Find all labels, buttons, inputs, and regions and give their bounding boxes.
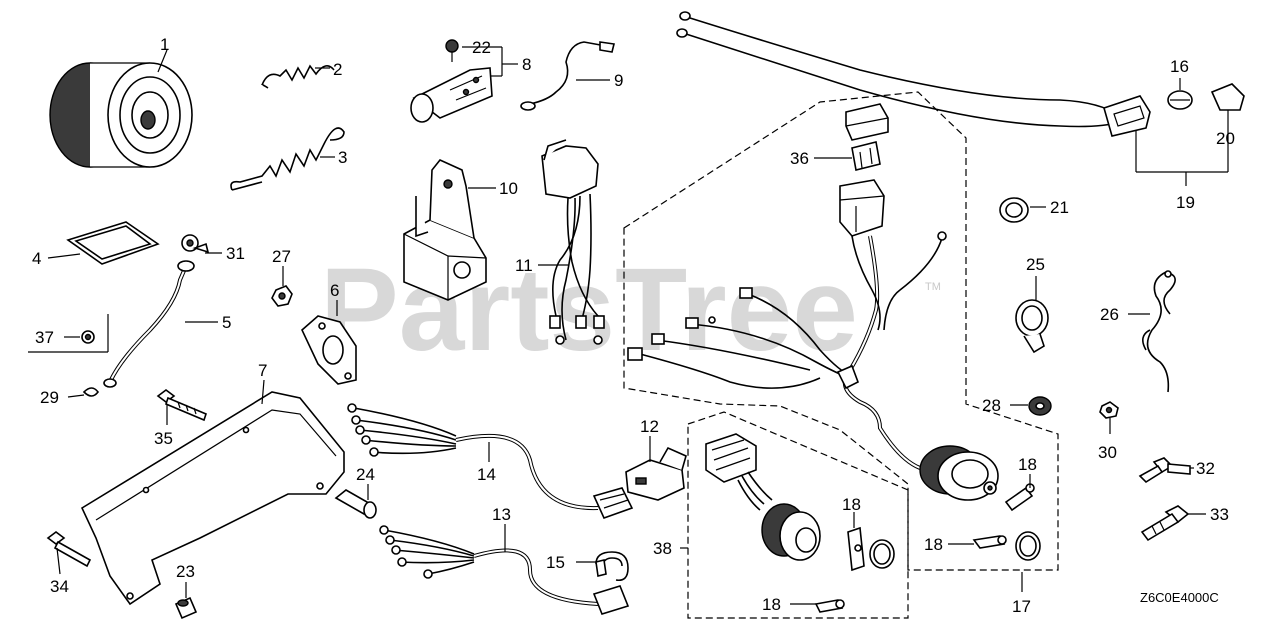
part-29-clip[interactable]	[82, 387, 100, 397]
callout-32: 32	[1196, 459, 1215, 478]
callout-18-d: 18	[762, 595, 781, 614]
callout-34: 34	[50, 577, 69, 596]
part-36-fuse[interactable]	[851, 141, 881, 171]
harness-assembly-outline	[623, 91, 1059, 571]
part-2-spring[interactable]	[261, 64, 335, 89]
part-6-gasket[interactable]	[301, 315, 357, 385]
callout-29: 29	[40, 388, 59, 407]
callout-18-c: 18	[842, 495, 861, 514]
part-18-pin-d[interactable]	[814, 599, 845, 613]
callout-23: 23	[176, 562, 195, 581]
key-switch-assembly-outline	[687, 411, 909, 619]
callout-13: 13	[492, 505, 511, 524]
callout-27: 27	[272, 247, 291, 266]
part-18-pin-c[interactable]	[847, 526, 865, 572]
callout-4: 4	[32, 249, 41, 268]
callout-6: 6	[330, 281, 339, 300]
callout-20: 20	[1216, 129, 1235, 148]
callout-21: 21	[1050, 198, 1069, 217]
part-17-starter-solenoid[interactable]	[919, 445, 999, 501]
part-1-oil-filter[interactable]	[49, 62, 193, 168]
part-10-control-unit[interactable]	[403, 159, 487, 301]
main-wire-harness[interactable]	[627, 231, 947, 470]
callout-17: 17	[1012, 597, 1031, 616]
part-18-pin-b[interactable]	[972, 535, 1007, 549]
part-15-clamp[interactable]	[595, 551, 629, 582]
callout-26: 26	[1100, 305, 1119, 324]
callout-16: 16	[1170, 57, 1189, 76]
callout-1: 1	[160, 35, 169, 54]
callout-28: 28	[982, 396, 1001, 415]
part-8-connector[interactable]	[410, 67, 493, 123]
callout-31: 31	[226, 244, 245, 263]
part-35-bolt[interactable]	[156, 389, 207, 422]
part-37-nut[interactable]	[81, 330, 95, 344]
part-32-bolt[interactable]	[1138, 457, 1191, 484]
watermark: PartsTree	[320, 244, 858, 376]
part-12-connector[interactable]	[625, 446, 687, 501]
callout-14: 14	[477, 465, 496, 484]
part-3-spring[interactable]	[230, 127, 345, 191]
callout-9: 9	[614, 71, 623, 90]
part-ring-a[interactable]	[1015, 531, 1041, 561]
callout-11: 11	[515, 256, 533, 275]
part-9-ground-wire[interactable]	[520, 41, 615, 111]
callout-2: 2	[333, 60, 342, 79]
part-fuse-holder[interactable]	[839, 179, 885, 237]
watermark-tm: TM	[925, 281, 941, 293]
callout-5: 5	[222, 313, 231, 332]
part-16-bulb[interactable]	[1167, 90, 1193, 110]
part-30-nut[interactable]	[1099, 401, 1119, 419]
part-7-heat-shield[interactable]	[80, 391, 345, 606]
callout-3: 3	[338, 148, 347, 167]
callout-37: 37	[35, 328, 54, 347]
part-33-bolt[interactable]	[1140, 505, 1190, 542]
part-ring-b[interactable]	[869, 539, 895, 569]
part-20-cover[interactable]	[1210, 83, 1245, 111]
part-22-screw[interactable]	[445, 39, 459, 62]
part-14-harness[interactable]	[347, 403, 634, 520]
callout-35: 35	[154, 429, 173, 448]
callout-7: 7	[258, 361, 267, 380]
part-25-band[interactable]	[1015, 299, 1049, 354]
callout-19: 19	[1176, 193, 1195, 212]
callout-18-b: 18	[924, 535, 943, 554]
callout-10: 10	[499, 179, 518, 198]
part-26-clip[interactable]	[1142, 270, 1176, 393]
callout-8: 8	[522, 55, 531, 74]
part-34-bolt[interactable]	[46, 531, 92, 568]
callout-12: 12	[640, 417, 659, 436]
callout-22: 22	[472, 38, 491, 57]
part-31-clip[interactable]	[181, 234, 210, 254]
part-5-hose[interactable]	[103, 260, 195, 388]
part-19-cable[interactable]	[676, 11, 1151, 137]
part-13-harness[interactable]	[379, 525, 630, 615]
callout-38: 38	[653, 539, 672, 558]
callout-18-a: 18	[1018, 455, 1037, 474]
part-28-washer[interactable]	[1028, 396, 1052, 416]
callout-25: 25	[1026, 255, 1045, 274]
part-11-regulator[interactable]	[541, 139, 605, 345]
part-4-gasket[interactable]	[66, 221, 160, 265]
callout-30: 30	[1098, 443, 1117, 462]
part-fuse-cover[interactable]	[845, 103, 889, 141]
callout-15: 15	[546, 553, 565, 572]
part-24-spacer[interactable]	[334, 489, 377, 519]
callout-24: 24	[356, 465, 375, 484]
part-23-collar[interactable]	[174, 596, 198, 620]
part-38-key-switch[interactable]	[705, 433, 821, 561]
callout-36: 36	[790, 149, 809, 168]
part-27-nut[interactable]	[271, 285, 293, 307]
diagram-code: Z6C0E4000C	[1140, 590, 1219, 605]
callout-33: 33	[1210, 505, 1229, 524]
part-21-grommet[interactable]	[999, 197, 1029, 223]
